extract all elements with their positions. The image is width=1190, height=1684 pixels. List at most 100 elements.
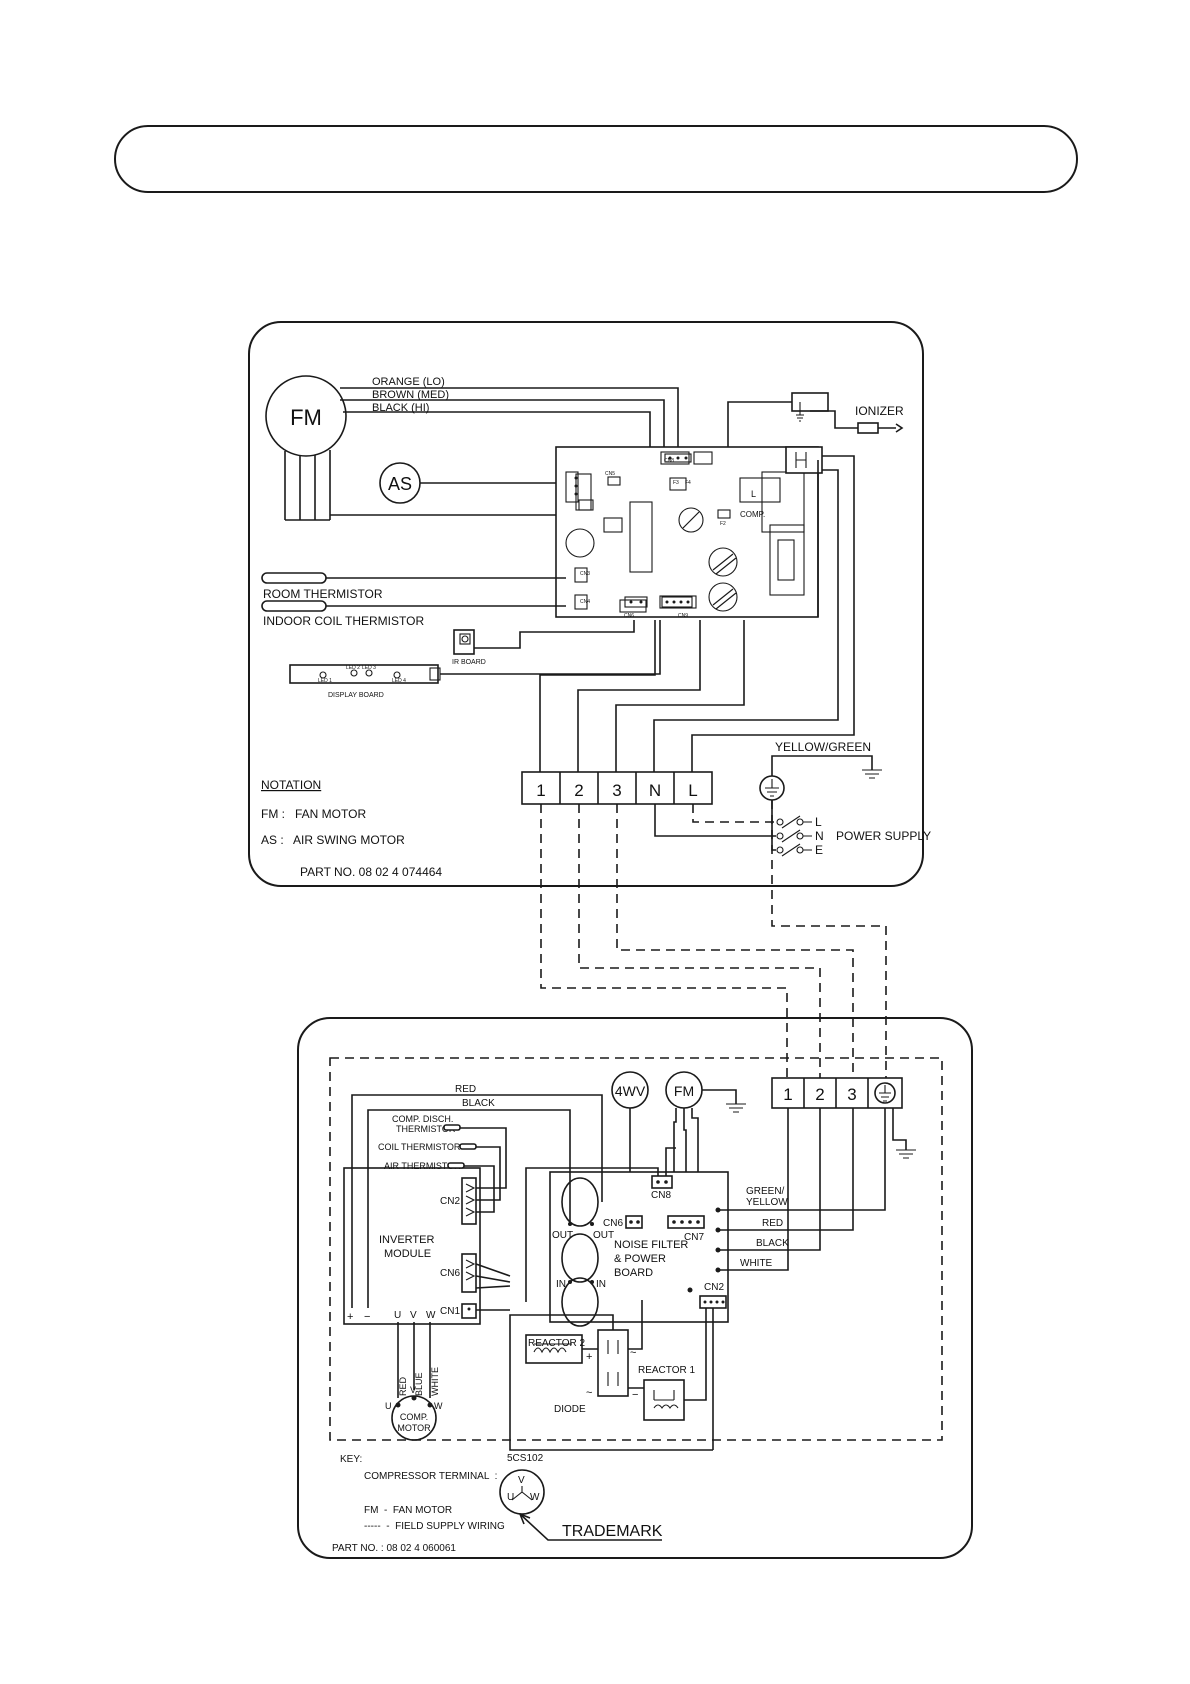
outdoor-terminal-1: 1 — [783, 1085, 792, 1104]
inverter-v: V — [410, 1310, 417, 1321]
connector-cn1-inverter — [461, 1303, 477, 1319]
display-board-led4: LED 4 — [392, 678, 406, 684]
key-terminal-u: U — [507, 1492, 514, 1503]
power-supply-label: POWER SUPPLY — [836, 829, 931, 843]
pcb-header-cn3 — [664, 453, 692, 463]
outdoor-terminal-3: 3 — [847, 1085, 856, 1104]
ir-board-label: IR BOARD — [452, 659, 486, 666]
key-compressor-terminal: COMPRESSOR TERMINAL : — [364, 1471, 497, 1482]
pcb-header-cn6 — [624, 596, 648, 608]
indoor-terminal-3: 3 — [612, 781, 621, 800]
four-way-valve-label: 4WV — [615, 1083, 646, 1099]
display-board-led1: LED 1 — [318, 678, 332, 684]
connector-cn8 — [651, 1175, 673, 1189]
wire-label-brown: BROWN (MED) — [372, 389, 449, 401]
inverter-label-2: MODULE — [384, 1248, 431, 1260]
compressor-w: W — [434, 1401, 443, 1411]
wire-red-label: RED — [762, 1218, 783, 1229]
wire-white-label: WHITE — [740, 1258, 773, 1269]
diode-tilde-top: ~ — [630, 1347, 636, 1359]
indoor-fan-motor-label: FM — [290, 405, 322, 430]
ionizer-label: IONIZER — [855, 404, 904, 418]
cn7-label: CN7 — [684, 1232, 704, 1243]
inverter-plus: + — [347, 1311, 353, 1323]
key-field-supply: ----- - FIELD SUPPLY WIRING — [364, 1521, 505, 1532]
notation-as: AS : AIR SWING MOTOR — [261, 833, 405, 847]
indoor-coil-thermistor-label: INDOOR COIL THERMISTOR — [263, 614, 424, 628]
ionizer-body — [857, 422, 879, 434]
diode-minus: − — [632, 1389, 638, 1401]
display-board-led2: LED 2 — [346, 665, 360, 671]
indoor-terminal-n: N — [649, 781, 661, 800]
indoor-terminal-block: 1 2 3 N L — [521, 771, 713, 805]
outdoor-panel-frame — [297, 1017, 973, 1559]
cn2-inverter-label: CN2 — [440, 1196, 460, 1207]
indoor-part-number: PART NO. 08 02 4 074464 — [300, 865, 442, 879]
pcb-ref-1: CN5 — [605, 471, 615, 477]
wire-green-yellow-2: YELLOW — [746, 1197, 788, 1208]
air-swing-motor-label: AS — [388, 474, 412, 494]
notation-title: NOTATION — [261, 778, 321, 792]
air-thermistor-label: AIR THERMISTOR — [384, 1161, 461, 1171]
header-banner — [114, 125, 1078, 193]
wire-label-orange: ORANGE (LO) — [372, 376, 445, 388]
supply-e-label: E — [815, 843, 823, 857]
pcb-ref-5: CN6 — [624, 613, 634, 619]
inverter-u: U — [394, 1310, 401, 1321]
board-noise-filter-2: & POWER — [614, 1253, 666, 1265]
ionizer-relay-box — [791, 392, 829, 412]
room-thermistor-label: ROOM THERMISTOR — [263, 587, 383, 601]
diode-bridge — [597, 1329, 629, 1397]
cn2-board-label: CN2 — [704, 1282, 724, 1293]
compressor-label-2: MOTOR — [397, 1423, 431, 1433]
room-thermistor-probe — [261, 572, 327, 584]
cn6-board-label: CN6 — [603, 1218, 623, 1229]
cn6-inverter-label: CN6 — [440, 1268, 460, 1279]
pcb-ref-2: CN3 — [580, 571, 590, 577]
trademark-label: TRADEMARK — [562, 1523, 663, 1540]
field-supply-wiring — [540, 800, 887, 1078]
cn1-inverter-label: CN1 — [440, 1306, 460, 1317]
indoor-fan-motor-symbol — [265, 375, 347, 457]
inverter-w: W — [426, 1310, 436, 1321]
inverter-minus: − — [364, 1311, 370, 1323]
diode-label: DIODE — [554, 1404, 586, 1415]
display-board-led3: LED 3 — [362, 665, 376, 671]
connector-cn7 — [667, 1215, 705, 1229]
board-in-right: IN — [596, 1279, 606, 1290]
yellow-green-label: YELLOW/GREEN — [775, 740, 871, 754]
reactor-1 — [643, 1379, 685, 1421]
outdoor-part-number: PART NO. : 08 02 4 060061 — [332, 1543, 456, 1554]
coil-thermistor-label: COIL THERMISTOR — [378, 1142, 461, 1152]
wire-black-label: BLACK — [756, 1238, 789, 1249]
key-fan-motor: FM - FAN MOTOR — [364, 1505, 452, 1516]
diode-plus: + — [586, 1351, 592, 1363]
indoor-terminal-1: 1 — [536, 781, 545, 800]
indoor-unit-diagram: FM ORANGE (LO) BROWN (MED) BLACK (HI) AS — [248, 321, 931, 887]
comp-lead-blue: BLUE — [414, 1372, 424, 1396]
outdoor-dashed-enclosure — [329, 1057, 943, 1441]
display-board-label: DISPLAY BOARD — [328, 692, 384, 699]
compressor-label-1: COMP. — [400, 1412, 428, 1422]
comp-disch-thermistor-label-2: THERMISTOR — [396, 1124, 456, 1134]
pcb-comp-label: COMP. — [740, 510, 765, 519]
outdoor-unit-diagram: 1 2 3 4WV FM OUT OUT IN IN NOISE FILTER … — [297, 1017, 973, 1559]
notation-fm: FM : FAN MOTOR — [261, 807, 366, 821]
key-title: KEY: — [340, 1454, 362, 1465]
compressor-u: U — [385, 1401, 392, 1411]
inverter-label-1: INVERTER — [379, 1234, 434, 1246]
pcb-ref-3: CN4 — [580, 599, 590, 605]
compressor-v: V — [410, 1385, 416, 1395]
outdoor-terminal-2: 2 — [815, 1085, 824, 1104]
black-lead-label: BLACK — [462, 1098, 495, 1109]
indoor-terminal-l: L — [688, 781, 697, 800]
pcb-ref-4: CN8 — [664, 458, 674, 464]
comp-disch-thermistor-label-1: COMP. DISCH. — [392, 1114, 453, 1124]
red-lead-label: RED — [455, 1084, 476, 1095]
cn8-label: CN8 — [651, 1190, 671, 1201]
outdoor-earth-terminal-icon — [874, 1082, 896, 1104]
noise-filter-power-board — [549, 1171, 729, 1323]
wire-label-black: BLACK (HI) — [372, 402, 429, 414]
indoor-coil-thermistor-probe — [261, 600, 327, 612]
board-noise-filter-3: BOARD — [614, 1267, 653, 1279]
